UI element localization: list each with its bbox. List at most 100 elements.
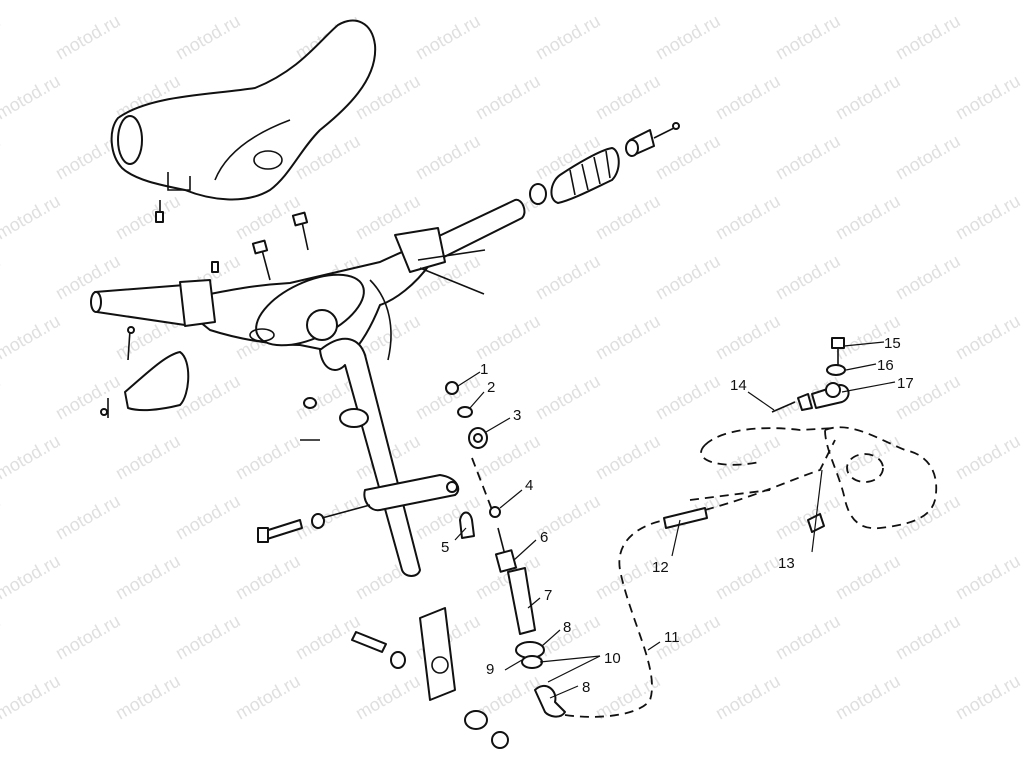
watermark-text: motod.ru (52, 371, 124, 424)
watermark-text: motod.ru (652, 611, 724, 664)
watermark-text: motod.ru (652, 371, 724, 424)
watermark-text: motod.ru (592, 0, 664, 3)
watermark-text: motod.ru (0, 131, 4, 184)
callout-16: 16 (877, 357, 894, 374)
callout-labels: 1 2 3 4 5 6 7 8 8 9 10 11 12 13 14 15 16… (441, 335, 914, 696)
callout-7: 7 (544, 587, 552, 604)
watermark-text: motod.ru (352, 0, 424, 3)
watermark-text: motod.ru (352, 671, 424, 724)
watermark-text: motod.ru (712, 71, 784, 124)
watermark-text: motod.ru (652, 131, 724, 184)
watermark-text: motod.ru (772, 251, 844, 304)
watermark-text: motod.ru (112, 191, 184, 244)
link-parts (445, 381, 501, 518)
watermark-text: motod.ru (412, 371, 484, 424)
top-bolts (251, 211, 309, 281)
watermark-text: motod.ru (892, 611, 964, 664)
watermark-text: motod.ru (112, 551, 184, 604)
watermark-text: motod.ru (0, 371, 4, 424)
watermark-text: motod.ru (592, 671, 664, 724)
watermark-text: motod.ru (532, 251, 604, 304)
watermark-text: motod.ru (712, 311, 784, 364)
watermark-text: motod.ru (952, 0, 1024, 3)
watermark-text: motod.ru (772, 11, 844, 64)
watermark-text: motod.ru (952, 311, 1024, 364)
watermark-text: motod.ru (772, 491, 844, 544)
callout-3: 3 (513, 407, 521, 424)
watermark-text: motod.ru (232, 431, 304, 484)
watermark-text: motod.ru (532, 371, 604, 424)
watermark-text: motod.ru (952, 431, 1024, 484)
watermark-text: motod.ru (112, 671, 184, 724)
handlebar-pad (110, 19, 377, 223)
watermark-text: motod.ru (772, 131, 844, 184)
watermark-text: motod.ru (0, 551, 64, 604)
handlebar (90, 198, 526, 361)
watermark-text: motod.ru (652, 251, 724, 304)
watermark-text: motod.ru (712, 0, 784, 3)
watermark-text: motod.ru (712, 191, 784, 244)
leader-lines (454, 341, 896, 699)
watermark-text: motod.ru (832, 71, 904, 124)
watermark-text: motod.ru (0, 671, 64, 724)
left-bracket (100, 326, 190, 418)
watermark-text: motod.ru (892, 251, 964, 304)
callout-2: 2 (487, 379, 495, 396)
watermark-text: motod.ru (412, 11, 484, 64)
watermark-text: motod.ru (712, 551, 784, 604)
watermark-text: motod.ru (0, 431, 64, 484)
watermark-text: motod.ru (172, 491, 244, 544)
watermark-text: motod.ru (0, 11, 4, 64)
watermark-text: motod.ru (832, 0, 904, 3)
callout-9: 9 (486, 661, 494, 678)
watermark-text: motod.ru (0, 191, 64, 244)
bolts-and-plate (257, 504, 509, 749)
callout-13: 13 (778, 555, 795, 572)
watermark-text: motod.ru (412, 131, 484, 184)
callout-6: 6 (540, 529, 548, 546)
watermark-text: motod.ru (772, 611, 844, 664)
watermark-text: motod.ru (712, 431, 784, 484)
callout-10: 10 (604, 650, 621, 667)
watermark-text: motod.ru (112, 0, 184, 3)
steering-column (300, 337, 460, 577)
watermark-text: motod.ru (892, 131, 964, 184)
watermark-text: motod.ru (472, 71, 544, 124)
callout-15: 15 (884, 335, 901, 352)
watermark-text: motod.ru (652, 11, 724, 64)
watermark-text: motod.ru (952, 191, 1024, 244)
watermark-text: motod.ru (52, 491, 124, 544)
watermark-text: motod.ru (172, 611, 244, 664)
callout-5: 5 (441, 539, 449, 556)
watermark-text: motod.ru (472, 0, 544, 3)
watermark-text: motod.ru (592, 311, 664, 364)
watermark-text: motod.ru (172, 11, 244, 64)
carburetor-dashed (700, 337, 938, 533)
callout-11: 11 (664, 629, 680, 646)
watermark-text: motod.ru (952, 551, 1024, 604)
watermark-text: motod.ru (952, 71, 1024, 124)
callout-14: 14 (730, 377, 747, 394)
callout-4: 4 (525, 477, 533, 494)
watermark-text: motod.ru (52, 611, 124, 664)
watermark-text: motod.ru (532, 11, 604, 64)
watermark-text: motod.ru (0, 611, 4, 664)
watermark-text: motod.ru (712, 671, 784, 724)
watermark-text: motod.ru (592, 191, 664, 244)
watermark-text: motod.ru (52, 11, 124, 64)
watermark-text: motod.ru (892, 491, 964, 544)
watermark-text: motod.ru (0, 491, 4, 544)
watermark-text: motod.ru (232, 551, 304, 604)
callout-1: 1 (480, 361, 488, 378)
watermark-text: motod.ru (892, 11, 964, 64)
callout-8-lower: 8 (582, 679, 590, 696)
watermark-text: motod.ru (0, 311, 64, 364)
throttle-cable (494, 439, 836, 718)
watermark-text: motod.ru (832, 671, 904, 724)
watermark-text: motod.ru (0, 71, 64, 124)
watermark-text: motod.ru (832, 191, 904, 244)
callout-8-upper: 8 (563, 619, 571, 636)
watermark-text: motod.ru (472, 311, 544, 364)
